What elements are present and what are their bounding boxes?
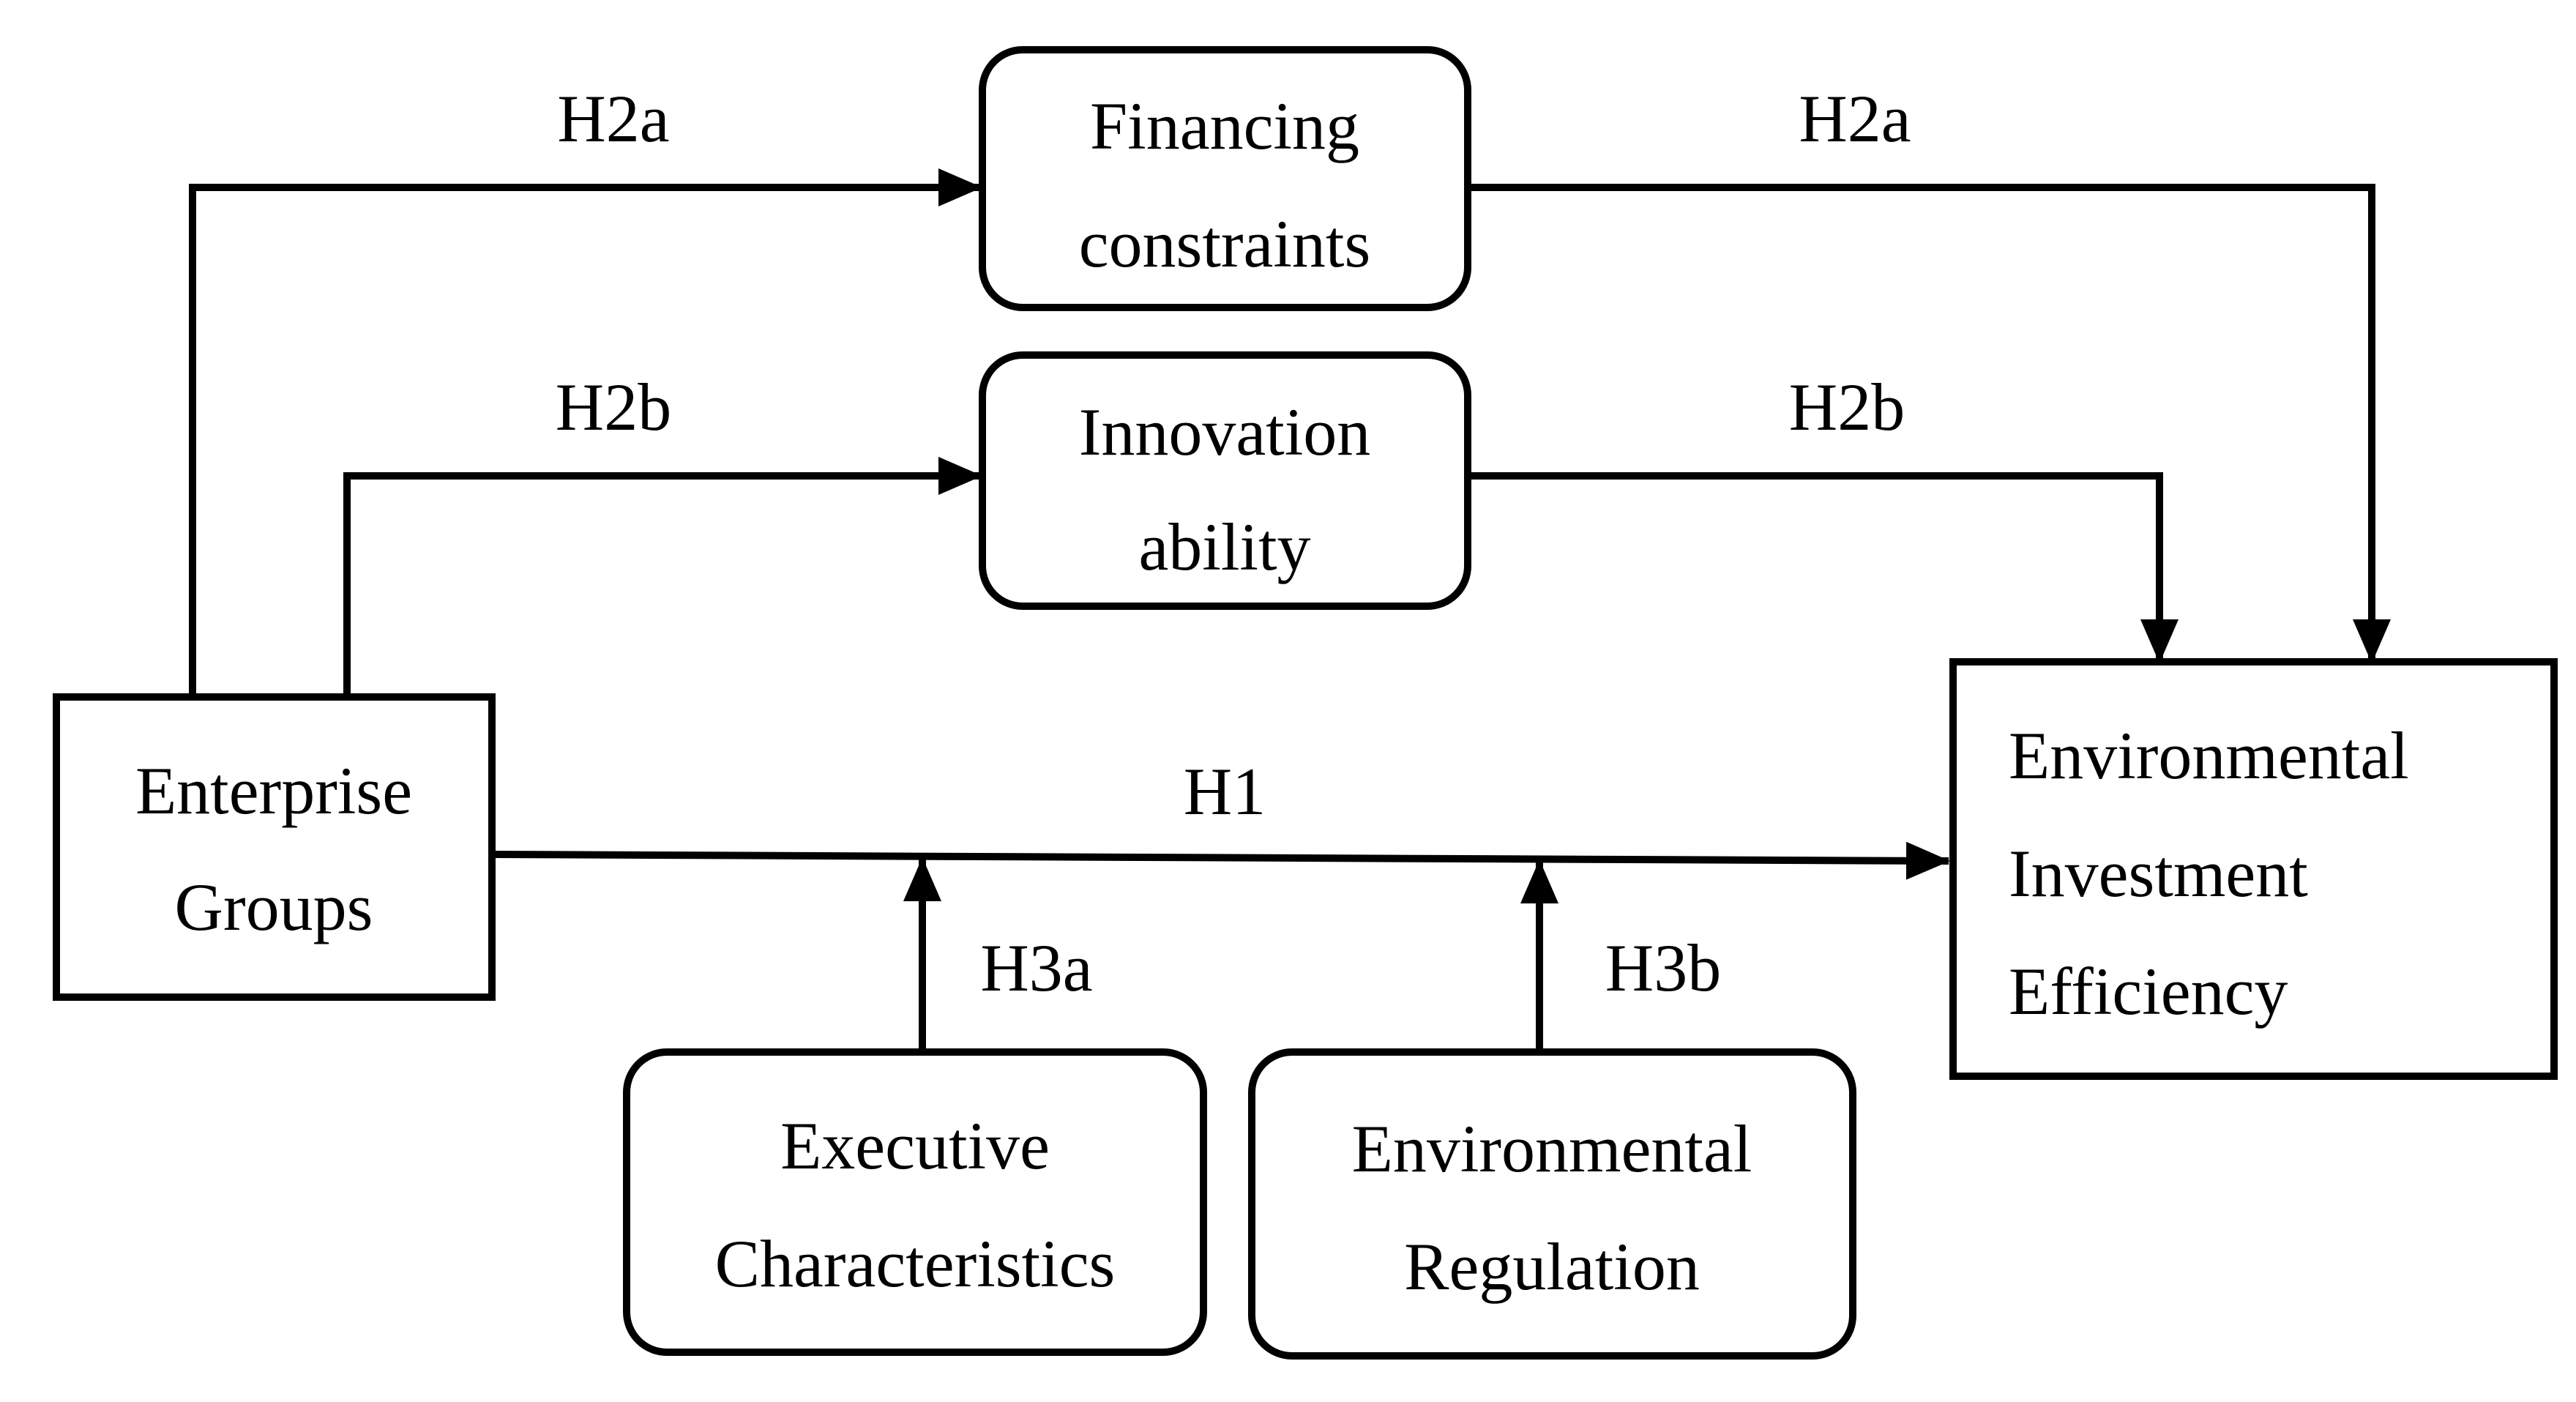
edge-label-h2b-left: H2b (556, 370, 671, 444)
edge-label-h3b: H3b (1605, 931, 1721, 1005)
edge-label-h1: H1 (1184, 754, 1266, 829)
node-financing-line-2: constraints (1079, 206, 1371, 281)
node-executive-characteristics: Executive Characteristics (623, 1048, 1207, 1356)
edge-label-h2a-right: H2a (1799, 81, 1911, 156)
node-efficiency-line-2: Investment (2009, 836, 2308, 911)
node-environmental-investment-efficiency: Environmental Investment Efficiency (1949, 658, 2558, 1080)
node-financing-line-1: Financing (1090, 89, 1359, 163)
edge-label-h2a-left: H2a (557, 81, 669, 156)
node-enterprise-line-1: Enterprise (135, 753, 412, 828)
node-innovation-line-2: ability (1138, 510, 1310, 584)
node-efficiency-line-1: Environmental (2009, 718, 2409, 793)
edge-financing-to-efficiency (1468, 184, 2391, 663)
edge-innovation-to-efficiency (1468, 472, 2179, 663)
node-enterprise-line-2: Groups (175, 870, 373, 944)
node-efficiency-line-3: Efficiency (2009, 954, 2288, 1029)
edge-enterprise-to-efficiency (491, 841, 1950, 880)
node-regulation-line-1: Environmental (1352, 1111, 1752, 1186)
node-enterprise-groups: Enterprise Groups (53, 693, 496, 1001)
node-executive-line-1: Executive (780, 1108, 1050, 1183)
edge-enterprise-to-innovation (343, 457, 982, 697)
node-regulation-line-2: Regulation (1404, 1229, 1700, 1304)
edge-enterprise-to-financing (189, 168, 982, 697)
edge-label-h3a: H3a (980, 931, 1092, 1005)
node-innovation-line-1: Innovation (1079, 395, 1371, 469)
edge-label-h2b-right: H2b (1789, 370, 1905, 444)
node-executive-line-2: Characteristics (715, 1226, 1116, 1301)
node-environmental-regulation: Environmental Regulation (1248, 1048, 1856, 1360)
node-financing-constraints: Financing constraints (979, 46, 1471, 311)
node-innovation-ability: Innovation ability (979, 351, 1471, 610)
